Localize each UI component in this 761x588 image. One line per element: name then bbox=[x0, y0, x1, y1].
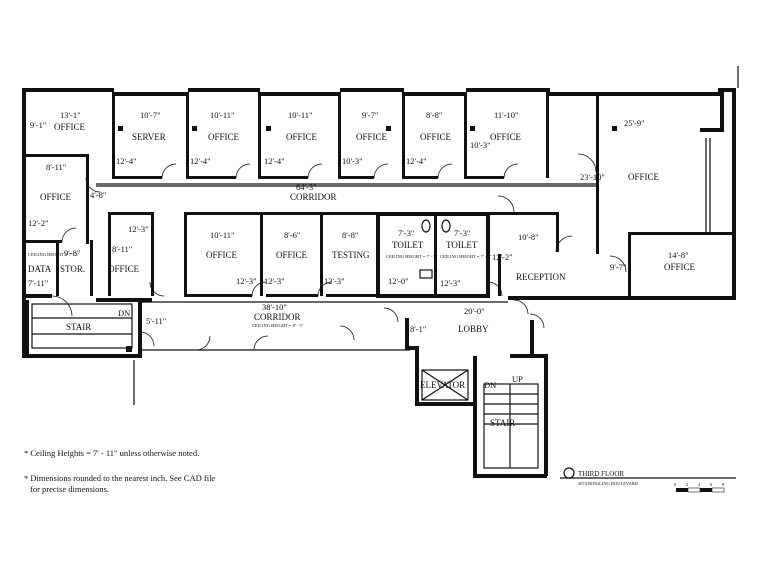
office-5-dim2: 12'-4" bbox=[406, 156, 427, 166]
interior-walls bbox=[26, 92, 732, 356]
office-9-dim2: 12'-3" bbox=[264, 276, 285, 286]
stair-left-dn: DN bbox=[118, 308, 130, 318]
office-10-name: OFFICE bbox=[664, 262, 696, 272]
office-1-dim2: 9'-1" bbox=[30, 120, 46, 130]
office-4-name: OFFICE bbox=[356, 132, 388, 142]
office-large-dim: 25'-9" bbox=[624, 118, 645, 128]
data-ceiling: CEILING HEIGHT = 7' - 5" bbox=[28, 252, 80, 257]
stair-right-name: STAIR bbox=[490, 418, 515, 428]
reception-name: RECEPTION bbox=[516, 272, 566, 282]
office-8-name: OFFICE bbox=[206, 250, 238, 260]
stair-left-name: STAIR bbox=[66, 322, 91, 332]
testing-name: TESTING bbox=[332, 250, 370, 260]
office-4-dim2: 10'-3" bbox=[342, 156, 363, 166]
exterior-walls bbox=[22, 88, 736, 478]
title-block-address: 2074 RINGLING BOULEVARD bbox=[578, 481, 639, 486]
office-6-name: OFFICE bbox=[490, 132, 522, 142]
toilet-1-name: TOILET bbox=[392, 240, 424, 250]
testing-dim2: 12'-3" bbox=[324, 276, 345, 286]
office-4-dim: 9'-7" bbox=[362, 110, 378, 120]
scale-label-2: 2 bbox=[686, 482, 688, 487]
corridor-lines bbox=[96, 183, 596, 351]
column-markers bbox=[118, 126, 617, 352]
note-ceiling: * Ceiling Heights = 7' - 11" unless othe… bbox=[24, 448, 200, 458]
office-1-name: OFFICE bbox=[54, 122, 86, 132]
corridor-upper-name: CORRIDOR bbox=[290, 192, 337, 202]
stor-name: STOR. bbox=[60, 264, 85, 274]
stair-right-treads bbox=[483, 383, 539, 469]
corridor-lower-ceiling: CEILING HEIGHT = 8' - 5" bbox=[252, 323, 304, 328]
title-block-title: THIRD FLOOR bbox=[578, 470, 624, 478]
office-7-dim: 8'-11" bbox=[112, 244, 132, 254]
corridor-upper-dim: 64'-3" bbox=[296, 182, 317, 192]
data-name: DATA bbox=[28, 264, 52, 274]
office-large-dim2: 23'-10" bbox=[580, 172, 605, 182]
corridor-lower-dim: 38'-10" bbox=[262, 302, 287, 312]
office-10-dim2: 9'-7" bbox=[610, 262, 626, 272]
stor-dim: 9'-8" bbox=[64, 248, 80, 258]
office-left-dim2: 4'-8" bbox=[90, 190, 106, 200]
toilet-fixtures bbox=[419, 219, 451, 279]
office-large-name: OFFICE bbox=[628, 172, 660, 182]
lobby-dim: 20'-0" bbox=[464, 306, 485, 316]
elevator-name: ELEVATOR bbox=[420, 380, 465, 390]
scale-label-0: 0 bbox=[674, 482, 677, 487]
office-5-dim: 8'-8" bbox=[426, 110, 442, 120]
scale-label-6: 6 bbox=[710, 482, 713, 487]
office-left-dim3: 12'-2" bbox=[28, 218, 49, 228]
window-glazing bbox=[705, 66, 739, 232]
toilet-2-name: TOILET bbox=[446, 240, 478, 250]
lobby-dim2: 8'-1" bbox=[410, 324, 426, 334]
door-swings bbox=[51, 153, 627, 351]
office-9-name: OFFICE bbox=[276, 250, 308, 260]
note-dimensions-cont: for precise dimensions. bbox=[30, 484, 110, 494]
corridor-lower-name: CORRIDOR bbox=[254, 312, 301, 322]
stair-left-treads bbox=[31, 303, 133, 349]
scale-bar: 0 2 4 6 8 bbox=[674, 482, 725, 493]
office-7-dim2: 12'-3" bbox=[128, 224, 149, 234]
stair-right-dn: DN bbox=[484, 380, 496, 390]
office-left-name: OFFICE bbox=[40, 192, 72, 202]
scale-label-4: 4 bbox=[698, 482, 701, 487]
server-name: SERVER bbox=[132, 132, 166, 142]
office-6-dim2: 10'-3" bbox=[470, 140, 491, 150]
room-labels: 13'-1" 9'-1" OFFICE 10'-7" SERVER 12'-4"… bbox=[28, 110, 696, 428]
title-block: THIRD FLOOR 2074 RINGLING BOULEVARD 0 2 … bbox=[560, 467, 736, 493]
office-8-dim: 10'-11" bbox=[210, 230, 235, 240]
toilet-2-dim: 7'-3" bbox=[454, 228, 470, 238]
office-7-name: OFFICE bbox=[108, 264, 140, 274]
office-3-dim: 10'-11" bbox=[288, 110, 313, 120]
data-dim: 7'-11" bbox=[28, 278, 48, 288]
reception-dim2: 12'-2" bbox=[492, 252, 513, 262]
toilets-dim: 12'-0" bbox=[388, 276, 409, 286]
office-8-dim2: 12'-3" bbox=[236, 276, 257, 286]
toilet-1-dim: 7'-3" bbox=[398, 228, 414, 238]
office-10-dim: 14'-8" bbox=[668, 250, 689, 260]
corridor-lower-dim2: 5'-11" bbox=[146, 316, 166, 326]
office-6-dim: 11'-10" bbox=[494, 110, 519, 120]
toilet-1-ceiling: CEILING HEIGHT = 7' - 5" bbox=[386, 254, 438, 259]
server-dim2: 12'-4" bbox=[116, 156, 137, 166]
server-dim: 10'-7" bbox=[140, 110, 161, 120]
office-9-dim: 8'-6" bbox=[284, 230, 300, 240]
office-2-dim: 10'-11" bbox=[210, 110, 235, 120]
office-2-name: OFFICE bbox=[208, 132, 240, 142]
scale-label-8: 8 bbox=[722, 482, 725, 487]
reception-dim: 10'-8" bbox=[518, 232, 539, 242]
office-1-dim: 13'-1" bbox=[60, 110, 81, 120]
office-3-name: OFFICE bbox=[286, 132, 318, 142]
toilets-dim2: 12'-3" bbox=[440, 278, 461, 288]
elevator-car bbox=[421, 369, 469, 401]
testing-dim: 8'-8" bbox=[342, 230, 358, 240]
stair-right-up: UP bbox=[512, 374, 523, 384]
office-left-dim: 8'-11" bbox=[46, 162, 66, 172]
office-2-dim2: 12'-4" bbox=[190, 156, 211, 166]
toilet-2-ceiling: CEILING HEIGHT = 7' - 5" bbox=[440, 254, 492, 259]
note-dimensions: * Dimensions rounded to the nearest inch… bbox=[24, 473, 216, 483]
office-5-name: OFFICE bbox=[420, 132, 452, 142]
office-3-dim2: 12'-4" bbox=[264, 156, 285, 166]
lobby-name: LOBBY bbox=[458, 324, 489, 334]
